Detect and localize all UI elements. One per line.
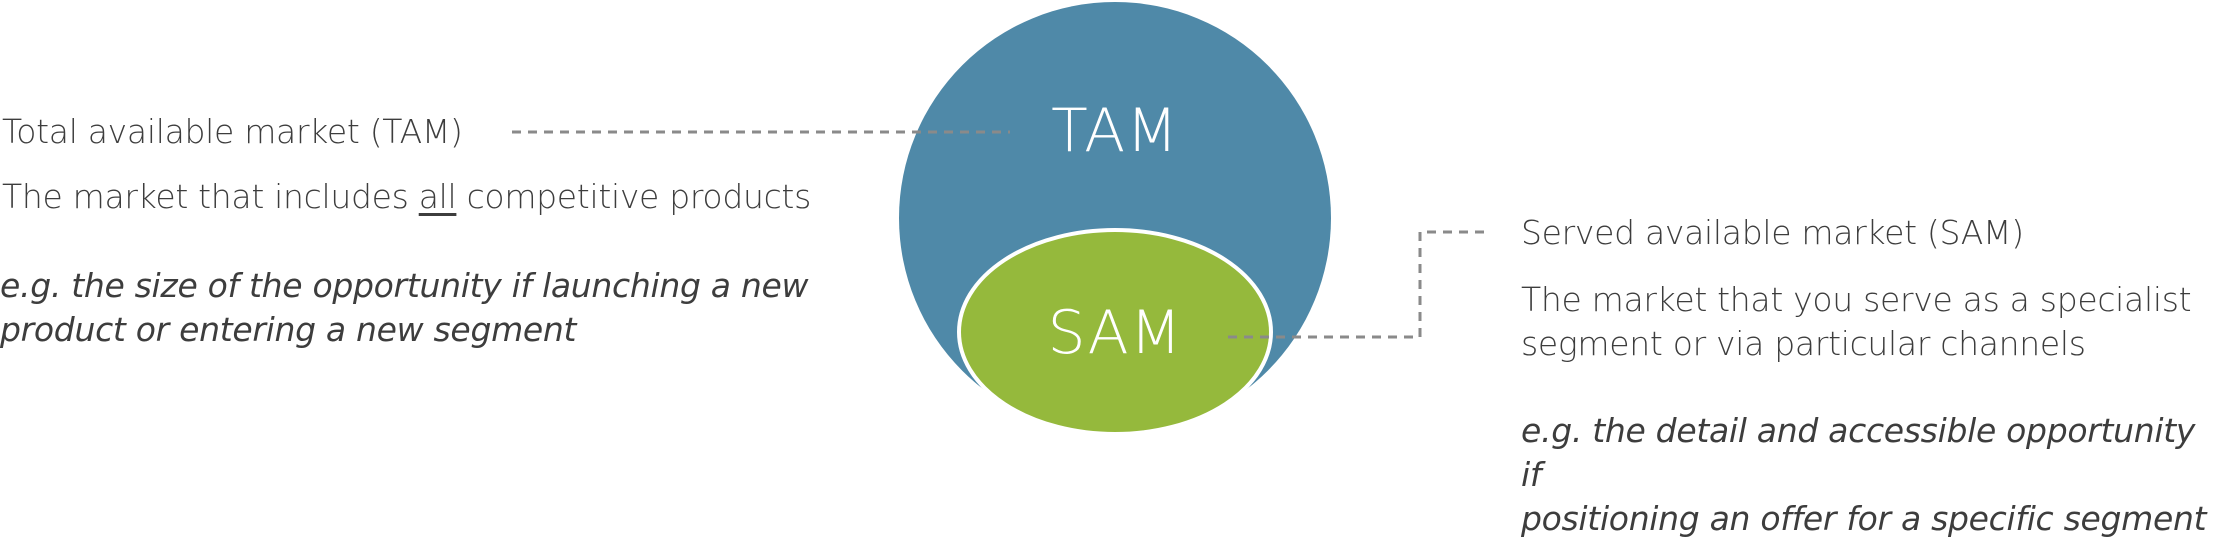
sam-example-line-1: e.g. the detail and accessible opportuni… [1521, 411, 2196, 494]
sam-description-line-2: segment or via particular channels [1521, 324, 2086, 363]
tam-description-emphasis: all [418, 177, 457, 216]
sam-example-line-2: positioning an offer for a specific segm… [1521, 499, 2207, 538]
tam-circle-label: TAM [1051, 96, 1179, 166]
tam-example-line-1: e.g. the size of the opportunity if laun… [0, 266, 809, 305]
sam-description-line-1: The market that you serve as a specialis… [1521, 280, 2192, 319]
tam-example: e.g. the size of the opportunity if laun… [0, 264, 820, 352]
tam-description: The market that includes all competitive… [2, 177, 811, 216]
sam-ellipse [957, 228, 1273, 436]
tam-description-end: competitive products [456, 177, 812, 216]
tam-title: Total available market (TAM) [2, 112, 463, 151]
sam-description: The market that you serve as a specialis… [1521, 278, 2192, 366]
sam-circle-label: SAM [1047, 298, 1183, 368]
tam-description-start: The market that includes [2, 177, 419, 216]
sam-connector-line [1228, 230, 1488, 339]
sam-example: e.g. the detail and accessible opportuni… [1521, 409, 2211, 541]
venn-graphic [512, 2, 1488, 436]
sam-title: Served available market (SAM) [1521, 213, 2024, 252]
tam-example-line-2: product or entering a new segment [0, 310, 577, 349]
